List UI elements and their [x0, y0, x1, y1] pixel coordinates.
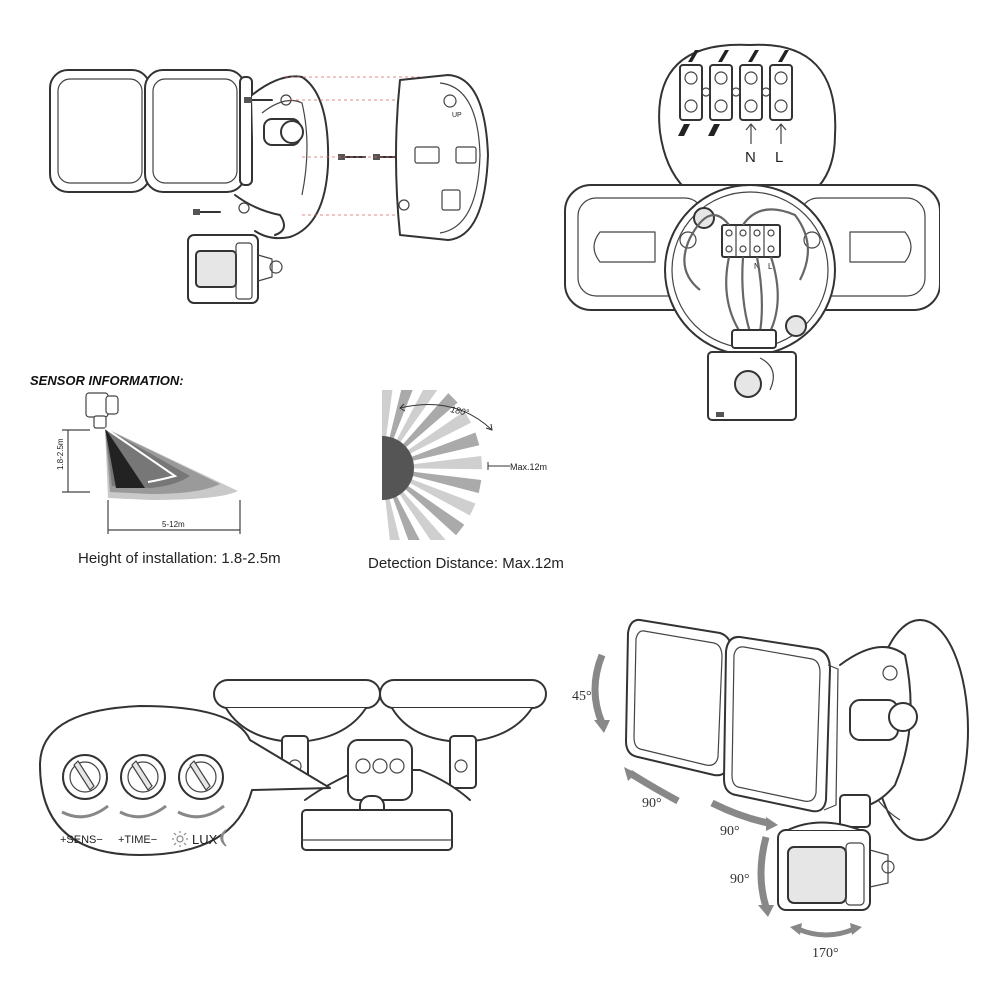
lamp-head-left — [625, 618, 733, 777]
detection-angle-label: 180° — [450, 404, 471, 418]
mounting-plate: UP — [395, 74, 489, 241]
height-dimension — [62, 429, 90, 493]
detection-range-label: Max.12m — [510, 462, 547, 472]
sensor-tilt-label: 90° — [730, 872, 750, 887]
wiring-diagram: N L N — [560, 40, 940, 430]
block-label-l: L — [768, 262, 773, 271]
head-swivel-label: 90° — [642, 796, 662, 811]
terminal-label-l: L — [775, 149, 783, 166]
terminal-zoom-bubble: N L — [658, 43, 837, 246]
arm-rotation-arrow — [710, 799, 778, 831]
junction-box: N L — [664, 184, 836, 356]
detection-ray — [409, 471, 482, 494]
time-knob — [119, 754, 167, 819]
adjustment-diagram: 45° 90° 90° 90° 170° — [560, 605, 980, 965]
installation-height-diagram: 1.8-2.5m 5-12m — [50, 388, 250, 538]
screws — [193, 97, 401, 215]
detection-ray — [400, 393, 458, 450]
detection-ray — [385, 495, 400, 540]
head-tilt-label: 45° — [572, 689, 592, 704]
motion-sensor-unit — [707, 351, 797, 421]
up-marking: UP — [452, 112, 462, 119]
installation-height-caption: Height of installation: 1.8-2.5m — [78, 550, 281, 567]
wall-mounted-lamp — [85, 392, 119, 429]
distance-axis-label: 5-12m — [162, 520, 185, 529]
detection-distance-caption: Detection Distance: Max.12m — [368, 555, 564, 572]
detection-ray — [405, 411, 472, 456]
terminal-label-n: N — [745, 149, 756, 166]
controls-diagram: +SENS− +TIME− LUX — [30, 670, 570, 870]
lux-label: LUX — [192, 832, 218, 847]
sensor-tilt-arrow — [757, 836, 774, 917]
head-swivel-arrow — [624, 767, 680, 805]
distance-dimension — [107, 500, 241, 534]
head-tilt-arrow — [591, 653, 610, 733]
sensor-swivel-label: 170° — [812, 946, 839, 961]
detection-ray — [391, 492, 420, 540]
mounting-diagram: UP — [40, 55, 500, 325]
detection-ray — [409, 455, 482, 470]
sensor-swivel-arrow — [790, 923, 862, 938]
lamp-bottom-view — [213, 679, 547, 851]
lux-knob — [177, 754, 225, 819]
arm-rotation-label: 90° — [720, 824, 740, 839]
angle-arc — [399, 403, 493, 431]
lamp-head-right — [144, 69, 253, 193]
motion-sensor-unit — [187, 234, 283, 304]
sens-label: +SENS− — [60, 834, 103, 846]
motion-sensor-unit — [777, 821, 895, 911]
detection-ray — [388, 390, 413, 442]
detection-range-diagram: 180° Max.12m — [360, 390, 560, 540]
detection-fan — [382, 390, 482, 540]
time-label: +TIME− — [118, 834, 157, 846]
detection-ray — [395, 390, 438, 446]
moon-icon — [220, 829, 227, 847]
detection-ray — [408, 432, 480, 462]
detection-ray — [406, 477, 476, 516]
detection-ray — [402, 483, 465, 536]
block-label-n: N — [754, 262, 760, 271]
range-indicator — [487, 462, 510, 470]
sensor-core — [382, 436, 414, 500]
lamp-housing — [839, 646, 918, 828]
lamp-head-right — [723, 635, 839, 813]
lamp-head-left — [49, 69, 151, 193]
sensor-section-title: SENSOR INFORMATION: — [30, 373, 184, 388]
sun-icon — [172, 831, 188, 847]
detection-ray — [382, 390, 393, 441]
lamp-housing — [234, 75, 330, 240]
detection-ray — [397, 488, 446, 540]
sens-knob — [61, 754, 109, 819]
height-axis-label: 1.8-2.5m — [56, 438, 65, 470]
detection-zone — [104, 427, 238, 500]
